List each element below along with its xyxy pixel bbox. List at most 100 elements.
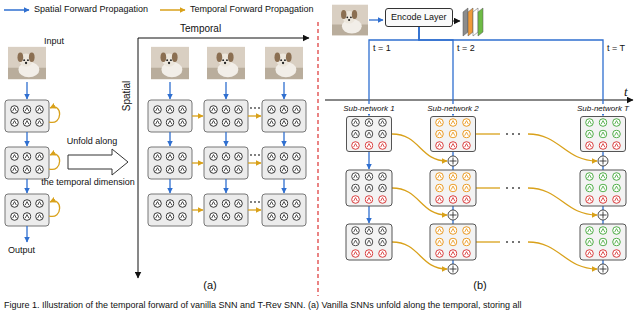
spatial-arrow: [602, 220, 603, 224]
text-label: t: [624, 84, 628, 100]
spatial-arrow: [26, 132, 27, 146]
text-label: (a): [203, 279, 216, 292]
spatial-arrow: [225, 179, 226, 193]
layer-box: [346, 116, 626, 152]
spatial-arrow: [602, 152, 603, 156]
temporal-arrow: [248, 162, 261, 163]
spatial-arrow: [27, 20, 603, 264]
layer-box: [148, 147, 192, 179]
text-label: Output: [8, 245, 35, 256]
spatial-arrow: [26, 226, 27, 242]
figure-caption: Figure 1. Illustration of the temporal f…: [4, 300, 634, 311]
ellipsis-dots: [518, 133, 520, 135]
subnetwork-layer-box: Sub-network 1: [346, 116, 392, 152]
spatial-arrow: [452, 206, 453, 210]
sum-symbol: [450, 212, 457, 219]
connector-arrow: [419, 27, 603, 116]
spatial-arrow: [369, 19, 383, 20]
legend-text: Spatial Forward Propagation: [34, 4, 148, 15]
layer-box: [148, 100, 192, 132]
spatial-arrow: [283, 179, 284, 193]
subnetwork-label: Sub-network 2: [426, 104, 480, 114]
ellipsis-dots: [506, 187, 508, 189]
ellipsis-dots: [512, 241, 514, 243]
neuron-group: [586, 119, 621, 258]
neuron-group: [268, 153, 301, 174]
sum-symbol: [598, 264, 608, 274]
layer-box: [5, 100, 49, 132]
temporal-arrow: [248, 115, 261, 116]
spatial-arrow: [452, 220, 453, 224]
spatial-arrow: [225, 132, 226, 146]
temporal-arrow: [192, 162, 203, 163]
layer-box: [430, 170, 476, 206]
layer-box: [580, 170, 626, 206]
axis-arrow: [138, 38, 309, 39]
neuron-group: [11, 200, 44, 221]
legend-text: Temporal Forward Propagation: [190, 4, 314, 15]
neuron-group: [210, 200, 243, 221]
neuron-group: [352, 119, 387, 150]
neuron-group: [352, 119, 387, 258]
ellipsis-dots: [250, 154, 252, 156]
spatial-arrow: [169, 179, 170, 193]
subnetwork-layer-box: Sub-network T: [580, 116, 626, 152]
layer-box: [262, 100, 306, 132]
neuron-group: [586, 119, 621, 150]
input-image: [332, 5, 368, 36]
spatial-arrow: [602, 166, 603, 170]
feature-slab: [468, 8, 473, 36]
ellipsis-dots: [254, 107, 256, 109]
text-label: the temporal dimension: [41, 177, 135, 188]
edge-label: t = 1: [372, 43, 392, 54]
axis-arrow: [138, 38, 139, 278]
layer-box: [430, 224, 476, 260]
temporal-arrow: [192, 209, 203, 210]
ellipsis-dots: [250, 107, 520, 243]
text-label: Input: [44, 36, 64, 47]
layer-box: [346, 116, 392, 152]
ellipsis-dots: [254, 154, 256, 156]
subnetwork-layer-box: Sub-network 2: [430, 116, 476, 152]
temporal-arrow: [476, 187, 500, 188]
feature-slab: [463, 8, 468, 36]
legend-sample: [160, 9, 185, 11]
axis-arrow: [138, 38, 633, 278]
spatial-arrow: [169, 132, 170, 146]
temporal-arrow: [49, 107, 60, 122]
axis-arrow: [325, 100, 633, 101]
input-image: [8, 5, 368, 79]
neuron-group: [352, 173, 387, 204]
temporal-arrow: [248, 209, 261, 210]
sum-symbol: [448, 156, 608, 274]
spatial-arrow: [452, 260, 453, 264]
sum-symbol: [450, 158, 457, 165]
subnetwork-label: Sub-network T: [576, 104, 630, 114]
spatial-arrow: [452, 152, 453, 156]
neuron-group: [11, 106, 301, 221]
neuron-group: [210, 106, 243, 127]
input-image: [151, 47, 189, 79]
temporal-arrow: [476, 133, 500, 134]
divider-line: [317, 22, 318, 296]
ellipsis-dots: [254, 201, 256, 203]
neuron-group: [352, 227, 387, 258]
layer-box: [430, 116, 476, 152]
neuron-group: [436, 227, 471, 258]
layer-box: [262, 147, 306, 179]
feature-slab: [473, 8, 478, 36]
ellipsis-dots: [258, 154, 260, 156]
input-image: [207, 47, 245, 79]
text-label: (b): [473, 279, 486, 292]
ellipsis-dots: [506, 133, 508, 135]
sum-symbol: [598, 210, 608, 220]
neuron-group: [154, 200, 187, 221]
spatial-arrow: [26, 179, 27, 193]
layer-box: [346, 170, 392, 206]
ellipsis-dots: [258, 107, 260, 109]
neuron-group: [210, 153, 243, 174]
neuron-group: [154, 153, 187, 174]
